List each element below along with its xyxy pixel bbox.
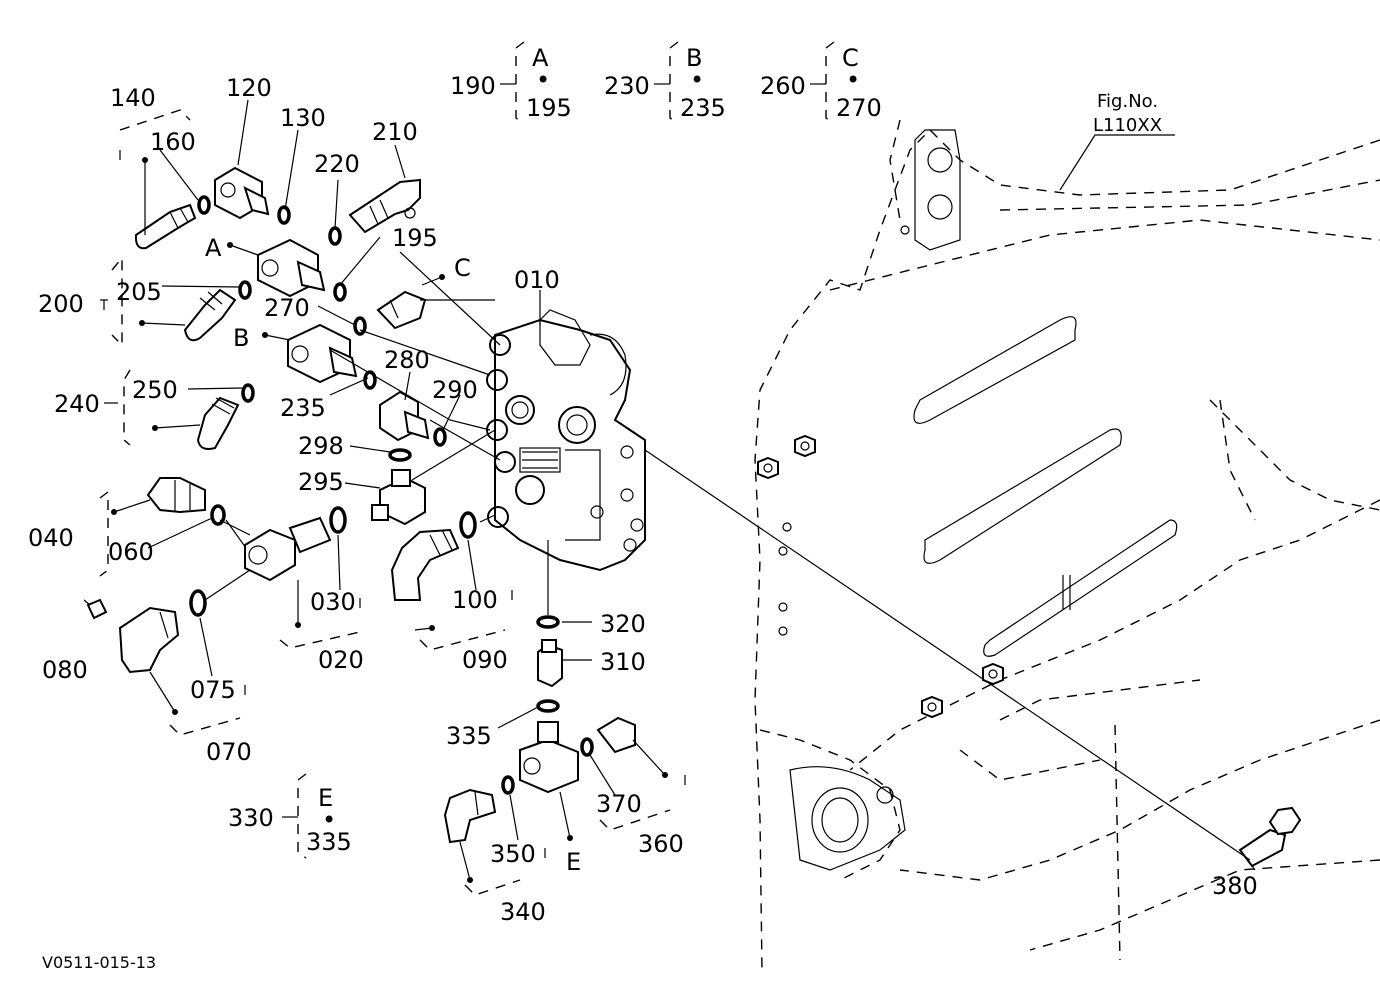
- fitting-080: [86, 598, 108, 620]
- label-350: 350: [490, 840, 536, 868]
- frame-nut-4: [921, 695, 943, 719]
- group-260: 260 C • 270: [760, 41, 882, 125]
- label-380: 380: [1212, 872, 1258, 900]
- label-010: 010: [514, 266, 560, 294]
- fitting-090: [390, 528, 460, 601]
- label-335: 335: [446, 722, 492, 750]
- label-280: 280: [384, 346, 430, 374]
- fitting-340: [443, 788, 497, 844]
- fitting-250: [196, 396, 240, 450]
- fitting-b: [287, 323, 358, 384]
- fitting-360: [596, 716, 636, 754]
- label-298: 298: [298, 432, 344, 460]
- leader-dots: [111, 157, 668, 883]
- fitting-280: [379, 390, 430, 442]
- fitting-120: [214, 166, 270, 220]
- fitting-070: [118, 606, 180, 674]
- label-320: 320: [600, 610, 646, 638]
- fitting-040: [146, 477, 206, 514]
- label-100: 100: [452, 586, 498, 614]
- label-240: 240: [54, 390, 100, 418]
- label-020: 020: [318, 646, 364, 674]
- label-370: 370: [596, 790, 642, 818]
- fitting-c: [376, 290, 427, 330]
- label-295: 295: [298, 468, 344, 496]
- machine-frame: [754, 119, 1380, 971]
- callout-e: E: [566, 848, 581, 876]
- fitting-e: [519, 721, 579, 794]
- label-080: 080: [42, 656, 88, 684]
- fitting-210: [348, 178, 421, 234]
- svg-text:E: E: [318, 784, 333, 812]
- label-060: 060: [108, 538, 154, 566]
- label-030: 030: [310, 588, 356, 616]
- frame-nut-2: [757, 456, 779, 480]
- svg-text:190: 190: [450, 72, 496, 100]
- label-130: 130: [280, 104, 326, 132]
- label-070: 070: [206, 738, 252, 766]
- label-195: 195: [392, 224, 438, 252]
- fitting-295: [371, 469, 426, 526]
- label-235: 235: [280, 394, 326, 422]
- label-090: 090: [462, 646, 508, 674]
- group-230: 230 B • 235: [604, 41, 726, 125]
- fitting-140: [134, 203, 197, 250]
- frame-nut-1: [794, 434, 816, 458]
- svg-text:335: 335: [306, 828, 352, 856]
- svg-text:•: •: [322, 806, 336, 834]
- group-190: 190 A • 195: [450, 41, 572, 125]
- leader-lines: [83, 99, 1256, 881]
- svg-text:260: 260: [760, 72, 806, 100]
- label-205: 205: [116, 278, 162, 306]
- fitting-310: [537, 639, 563, 688]
- label-220: 220: [314, 150, 360, 178]
- o-rings: [189, 195, 594, 795]
- svg-text:A: A: [532, 44, 549, 72]
- label-075: 075: [190, 676, 236, 704]
- label-140: 140: [110, 84, 156, 112]
- label-250: 250: [132, 376, 178, 404]
- callout-c: C: [454, 254, 471, 282]
- bolt-380: [1238, 806, 1302, 868]
- label-210: 210: [372, 118, 418, 146]
- label-160: 160: [150, 128, 196, 156]
- svg-text:230: 230: [604, 72, 650, 100]
- callout-b: B: [233, 324, 249, 352]
- fig-ref-label: Fig.No.: [1097, 91, 1158, 112]
- label-290: 290: [432, 376, 478, 404]
- label-360: 360: [638, 830, 684, 858]
- fitting-205: [183, 288, 237, 342]
- frame-nut-3: [982, 662, 1004, 686]
- group-330: 330 E • 335: [228, 773, 352, 859]
- fitting-020: [244, 516, 332, 582]
- svg-text:330: 330: [228, 804, 274, 832]
- label-120: 120: [226, 74, 272, 102]
- callouts: A B C E: [205, 234, 581, 876]
- svg-text:•: •: [846, 66, 860, 94]
- svg-text:270: 270: [836, 94, 882, 122]
- svg-text:•: •: [536, 66, 550, 94]
- svg-text:•: •: [690, 66, 704, 94]
- svg-text:B: B: [686, 44, 702, 72]
- group-brackets: [99, 109, 686, 896]
- svg-text:195: 195: [526, 94, 572, 122]
- svg-text:C: C: [842, 44, 859, 72]
- svg-text:235: 235: [680, 94, 726, 122]
- valve-body: [486, 309, 646, 572]
- callout-a: A: [205, 234, 222, 262]
- label-310: 310: [600, 648, 646, 676]
- label-040: 040: [28, 524, 74, 552]
- label-200: 200: [38, 290, 84, 318]
- part-labels: 140 160 120 130 210 220 195 200 205 270 …: [28, 74, 1258, 926]
- fitting-a: [257, 238, 326, 298]
- fig-ref-number: L110XX: [1093, 115, 1162, 136]
- label-340: 340: [500, 898, 546, 926]
- label-270: 270: [264, 294, 310, 322]
- drawing-code: V0511-015-13: [42, 953, 156, 972]
